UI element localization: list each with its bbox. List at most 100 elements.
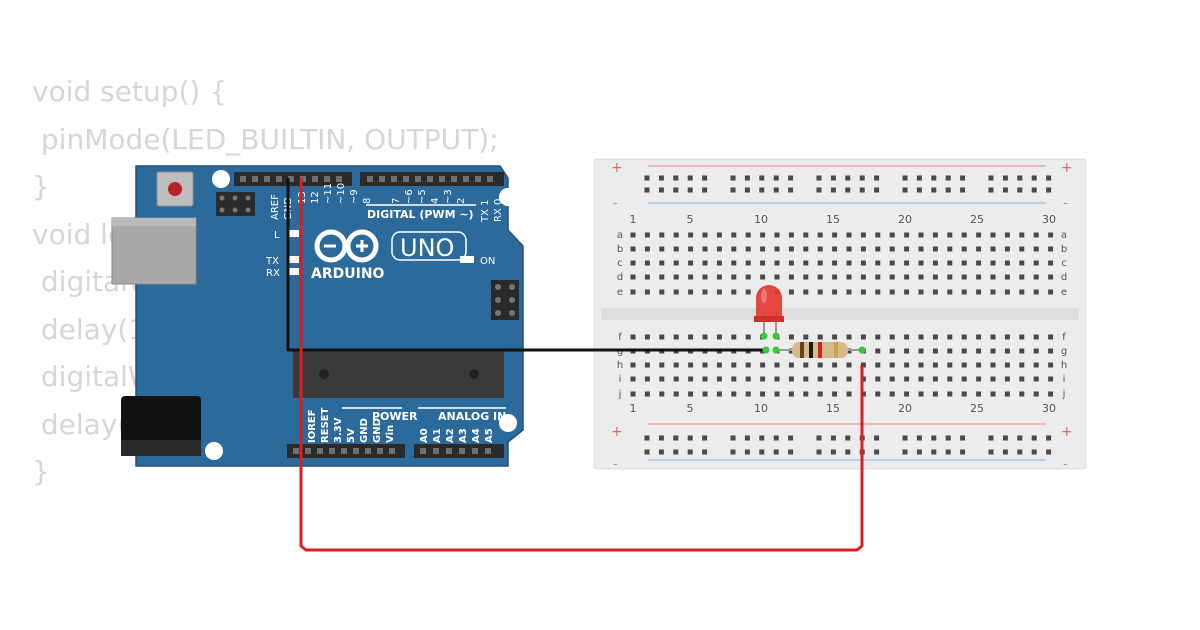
breadboard-hole[interactable] <box>990 246 996 252</box>
breadboard-hole[interactable] <box>1048 334 1054 340</box>
breadboard-hole[interactable] <box>904 246 910 252</box>
breadboard-hole[interactable] <box>745 376 751 382</box>
breadboard-hole[interactable] <box>889 391 895 397</box>
breadboard-hole[interactable] <box>889 348 895 354</box>
breadboard-hole[interactable] <box>759 175 765 181</box>
breadboard-hole[interactable] <box>1004 260 1010 266</box>
breadboard-hole[interactable] <box>830 187 836 193</box>
breadboard-hole[interactable] <box>961 246 967 252</box>
breadboard-hole[interactable] <box>1004 274 1010 280</box>
breadboard-hole[interactable] <box>773 435 779 441</box>
breadboard-hole[interactable] <box>960 175 966 181</box>
breadboard-hole[interactable] <box>1033 274 1039 280</box>
breadboard-hole[interactable] <box>932 348 938 354</box>
breadboard-hole[interactable] <box>673 175 679 181</box>
breadboard-hole[interactable] <box>932 289 938 295</box>
breadboard-hole[interactable] <box>774 246 780 252</box>
breadboard-hole[interactable] <box>659 376 665 382</box>
breadboard-hole[interactable] <box>659 246 665 252</box>
breadboard-hole[interactable] <box>904 274 910 280</box>
breadboard-hole[interactable] <box>659 362 665 368</box>
breadboard-hole[interactable] <box>817 334 823 340</box>
breadboard-hole[interactable] <box>773 175 779 181</box>
breadboard-hole[interactable] <box>1004 289 1010 295</box>
breadboard-hole[interactable] <box>1019 391 1025 397</box>
breadboard-hole[interactable] <box>745 246 751 252</box>
breadboard-hole[interactable] <box>803 274 809 280</box>
breadboard-hole[interactable] <box>744 449 750 455</box>
breadboard-hole[interactable] <box>644 376 650 382</box>
breadboard-hole[interactable] <box>875 274 881 280</box>
breadboard-hole[interactable] <box>945 449 951 455</box>
breadboard-hole[interactable] <box>1046 175 1052 181</box>
breadboard-hole[interactable] <box>688 362 694 368</box>
breadboard-hole[interactable] <box>803 362 809 368</box>
breadboard-hole[interactable] <box>817 232 823 238</box>
breadboard-hole[interactable] <box>1004 362 1010 368</box>
breadboard-hole[interactable] <box>731 334 737 340</box>
breadboard-hole[interactable] <box>945 175 951 181</box>
breadboard-hole[interactable] <box>1004 376 1010 382</box>
breadboard-hole[interactable] <box>961 376 967 382</box>
breadboard-hole[interactable] <box>658 187 664 193</box>
breadboard-hole[interactable] <box>687 187 693 193</box>
breadboard-hole[interactable] <box>688 391 694 397</box>
breadboard-hole[interactable] <box>731 246 737 252</box>
breadboard-hole[interactable] <box>1048 289 1054 295</box>
breadboard-hole[interactable] <box>788 289 794 295</box>
breadboard-hole[interactable] <box>945 187 951 193</box>
breadboard-hole[interactable] <box>716 362 722 368</box>
breadboard-hole[interactable] <box>673 376 679 382</box>
breadboard-hole[interactable] <box>1046 449 1052 455</box>
breadboard-hole[interactable] <box>658 175 664 181</box>
breadboard-hole[interactable] <box>1031 187 1037 193</box>
breadboard-hole[interactable] <box>788 376 794 382</box>
breadboard-hole[interactable] <box>788 274 794 280</box>
breadboard-hole[interactable] <box>745 274 751 280</box>
breadboard-hole[interactable] <box>803 232 809 238</box>
breadboard-hole[interactable] <box>947 260 953 266</box>
breadboard-hole[interactable] <box>644 274 650 280</box>
breadboard-hole[interactable] <box>702 449 708 455</box>
breadboard-hole[interactable] <box>875 334 881 340</box>
breadboard-hole[interactable] <box>990 376 996 382</box>
breadboard-hole[interactable] <box>1019 334 1025 340</box>
breadboard-hole[interactable] <box>673 449 679 455</box>
breadboard-hole[interactable] <box>774 260 780 266</box>
breadboard-hole[interactable] <box>817 362 823 368</box>
breadboard-hole[interactable] <box>990 274 996 280</box>
breadboard-hole[interactable] <box>1048 274 1054 280</box>
breadboard-hole[interactable] <box>1019 362 1025 368</box>
breadboard-hole[interactable] <box>702 260 708 266</box>
breadboard-hole[interactable] <box>931 175 937 181</box>
breadboard-hole[interactable] <box>961 232 967 238</box>
breadboard-hole[interactable] <box>803 289 809 295</box>
breadboard-hole[interactable] <box>830 175 836 181</box>
breadboard-hole[interactable] <box>774 376 780 382</box>
breadboard-hole[interactable] <box>788 435 794 441</box>
breadboard-hole[interactable] <box>846 274 852 280</box>
breadboard-hole[interactable] <box>788 334 794 340</box>
breadboard-hole[interactable] <box>860 274 866 280</box>
breadboard-hole[interactable] <box>832 260 838 266</box>
breadboard-hole[interactable] <box>990 362 996 368</box>
breadboard-hole[interactable] <box>1048 391 1054 397</box>
breadboard-hole[interactable] <box>803 334 809 340</box>
breadboard-hole[interactable] <box>875 232 881 238</box>
breadboard-hole[interactable] <box>688 334 694 340</box>
breadboard-hole[interactable] <box>990 232 996 238</box>
resistor[interactable] <box>776 342 862 358</box>
breadboard-hole[interactable] <box>947 289 953 295</box>
breadboard-hole[interactable] <box>1033 362 1039 368</box>
breadboard-hole[interactable] <box>976 246 982 252</box>
breadboard-hole[interactable] <box>788 260 794 266</box>
breadboard-hole[interactable] <box>990 334 996 340</box>
breadboard-hole[interactable] <box>1019 260 1025 266</box>
breadboard-hole[interactable] <box>803 260 809 266</box>
breadboard-hole[interactable] <box>673 334 679 340</box>
breadboard-hole[interactable] <box>730 449 736 455</box>
breadboard-hole[interactable] <box>630 334 636 340</box>
breadboard-hole[interactable] <box>659 274 665 280</box>
breadboard-hole[interactable] <box>759 187 765 193</box>
breadboard-hole[interactable] <box>1019 274 1025 280</box>
